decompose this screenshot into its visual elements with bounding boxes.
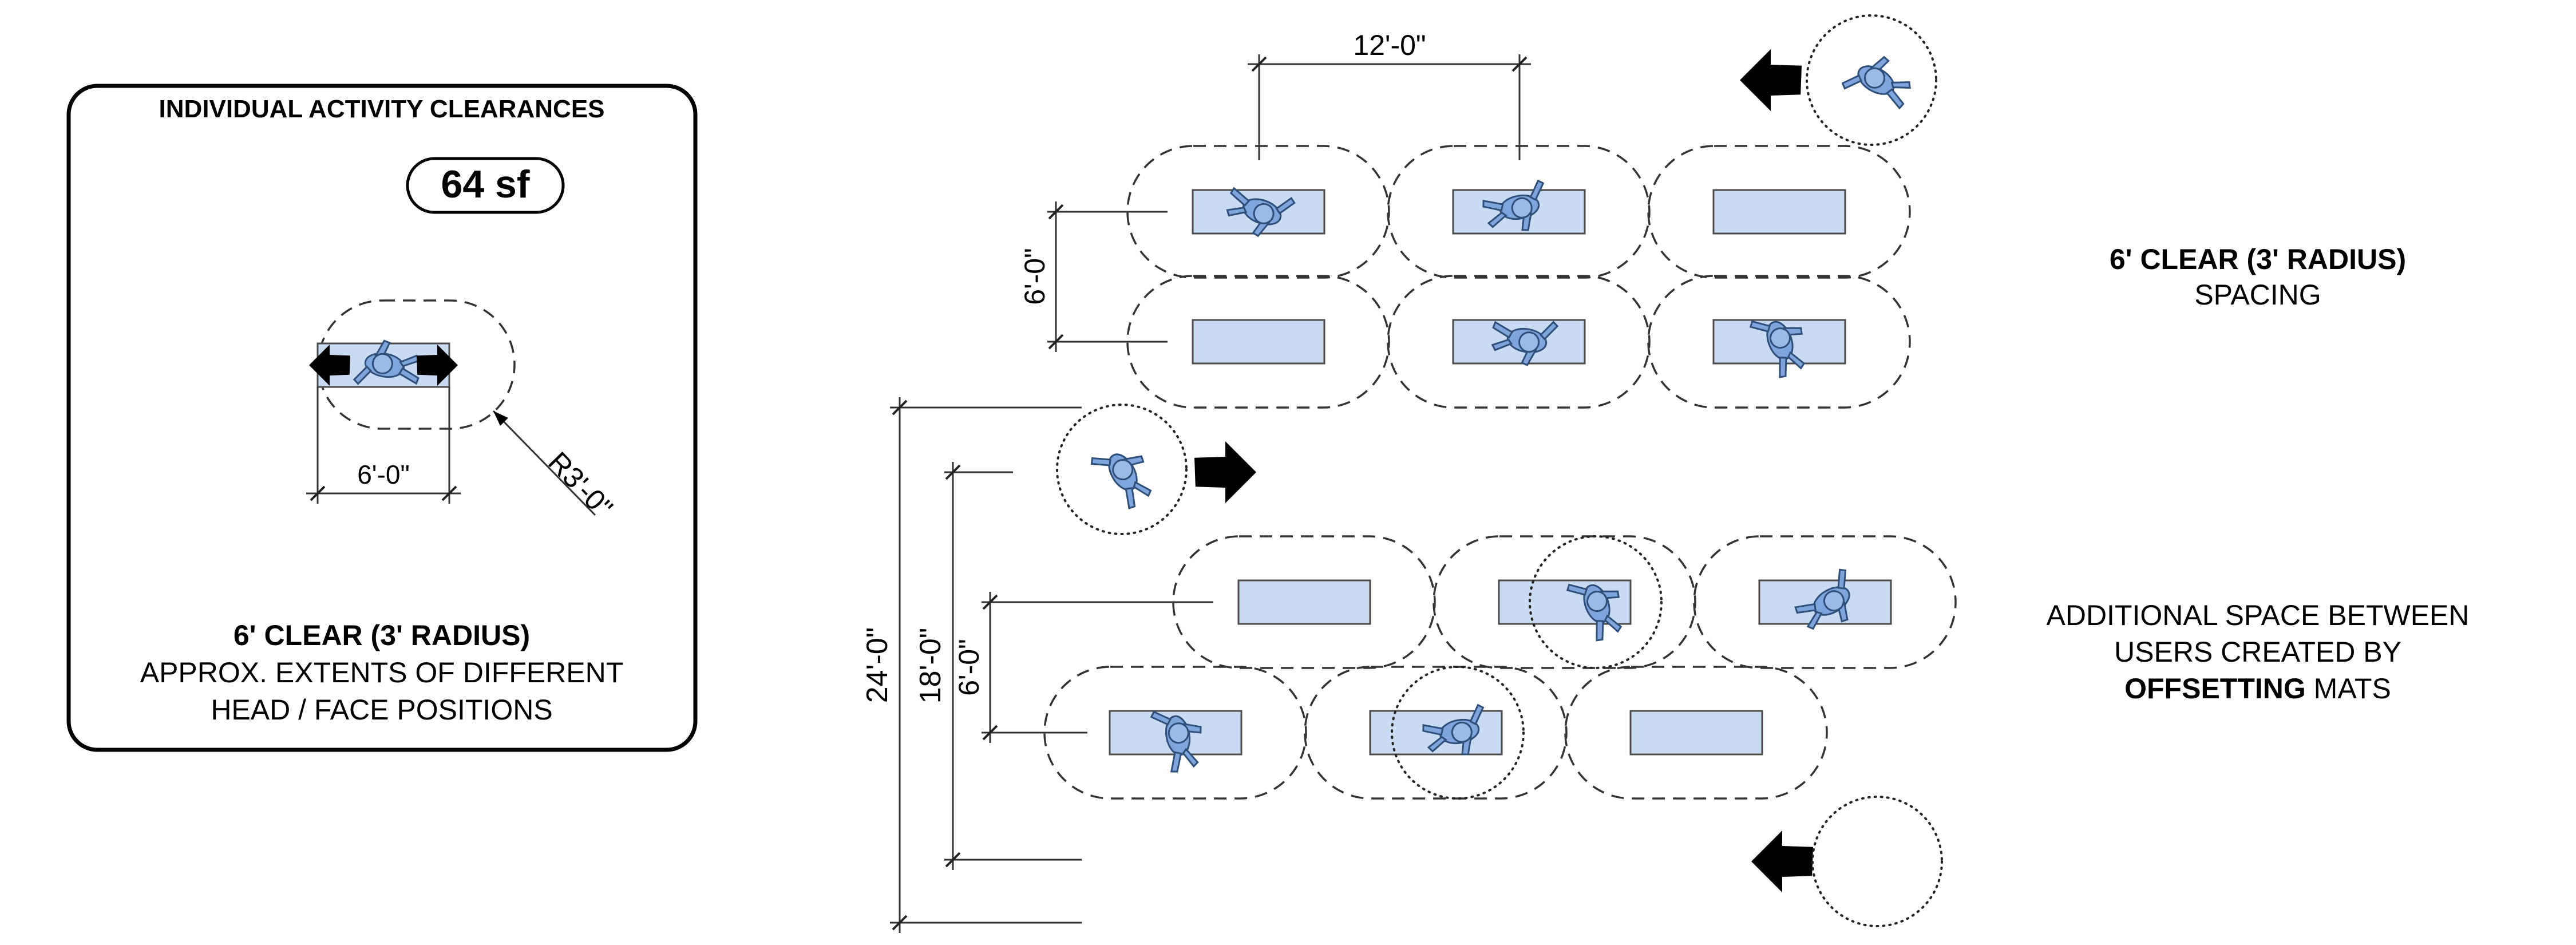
spacing-dimension-label: 12'-0" — [1353, 29, 1426, 61]
user-clearance-circle — [1529, 535, 1663, 669]
row-dimension-top-label: 6'-0" — [1019, 248, 1051, 305]
user-clearance-circle — [1391, 666, 1525, 800]
middle-depth-dimension: 18'-0" — [914, 462, 1082, 870]
panel-caption-line2: APPROX. EXTENTS OF DIFFERENT — [140, 657, 624, 689]
user-clearance-circle — [1806, 14, 1937, 146]
total-depth-dimension-label: 24'-0" — [861, 627, 894, 703]
note-bottom-line3: OFFSETTING MATS — [2124, 673, 2391, 705]
note-bottom-line1: ADDITIONAL SPACE BETWEEN — [2046, 599, 2469, 631]
spacing-dimension: 12'-0" — [1248, 29, 1531, 160]
middle-depth-dimension-label: 18'-0" — [914, 628, 947, 703]
note-top-line1: 6' CLEAR (3' RADIUS) — [2110, 243, 2406, 275]
note-top-line2: SPACING — [2194, 279, 2321, 311]
mat — [1192, 319, 1325, 365]
mat — [1498, 579, 1632, 625]
row-dimension-bottom-label: 6'-0" — [953, 639, 985, 696]
note-bottom-line3-bold: OFFSETTING — [2124, 673, 2306, 705]
clearance-legend-panel: INDIVIDUAL ACTIVITY CLEARANCES 64 sf 6'-… — [66, 84, 698, 752]
radius-dimension-label: R3'-0" — [542, 446, 619, 524]
person-icon — [1839, 45, 1920, 119]
total-depth-dimension: 24'-0" — [861, 397, 1082, 933]
area-badge: 64 sf — [406, 157, 565, 214]
person-icon — [1088, 435, 1162, 516]
single-mat-clearance — [309, 299, 516, 430]
row-dimension-top: 6'-0" — [1019, 201, 1168, 352]
row-dimension-bottom: 6'-0" — [953, 592, 1213, 743]
user-clearance-circle — [1811, 796, 1943, 927]
middle-user-indicator — [1056, 404, 1256, 535]
user-clearance-circle — [1056, 404, 1188, 535]
width-dimension-label: 6'-0" — [357, 460, 410, 489]
block-arrow-icon — [1194, 441, 1256, 503]
radius-dimension: R3'-0" — [492, 410, 619, 524]
block-arrow-icon — [1740, 49, 1802, 111]
bottom-layout-grid: 24'-0" 18'-0" 6'-0" — [861, 397, 1957, 933]
note-bottom-line2: USERS CREATED BY — [2114, 636, 2401, 668]
note-bottom-line3-rest: MATS — [2306, 673, 2391, 705]
panel-title: INDIVIDUAL ACTIVITY CLEARANCES — [159, 95, 604, 123]
panel-caption-line1: 6' CLEAR (3' RADIUS) — [234, 619, 530, 651]
width-dimension: 6'-0" — [306, 387, 461, 504]
block-arrow-icon — [1751, 831, 1813, 892]
mat — [1237, 579, 1371, 625]
mat — [1629, 710, 1763, 756]
top-layout-grid: 12'-0" 6'-0" — [1019, 14, 1937, 409]
panel-caption-line3: HEAD / FACE POSITIONS — [211, 694, 552, 726]
notes: 6' CLEAR (3' RADIUS) SPACING ADDITIONAL … — [2046, 243, 2469, 705]
area-badge-text: 64 sf — [441, 163, 530, 206]
mat — [1712, 189, 1846, 235]
